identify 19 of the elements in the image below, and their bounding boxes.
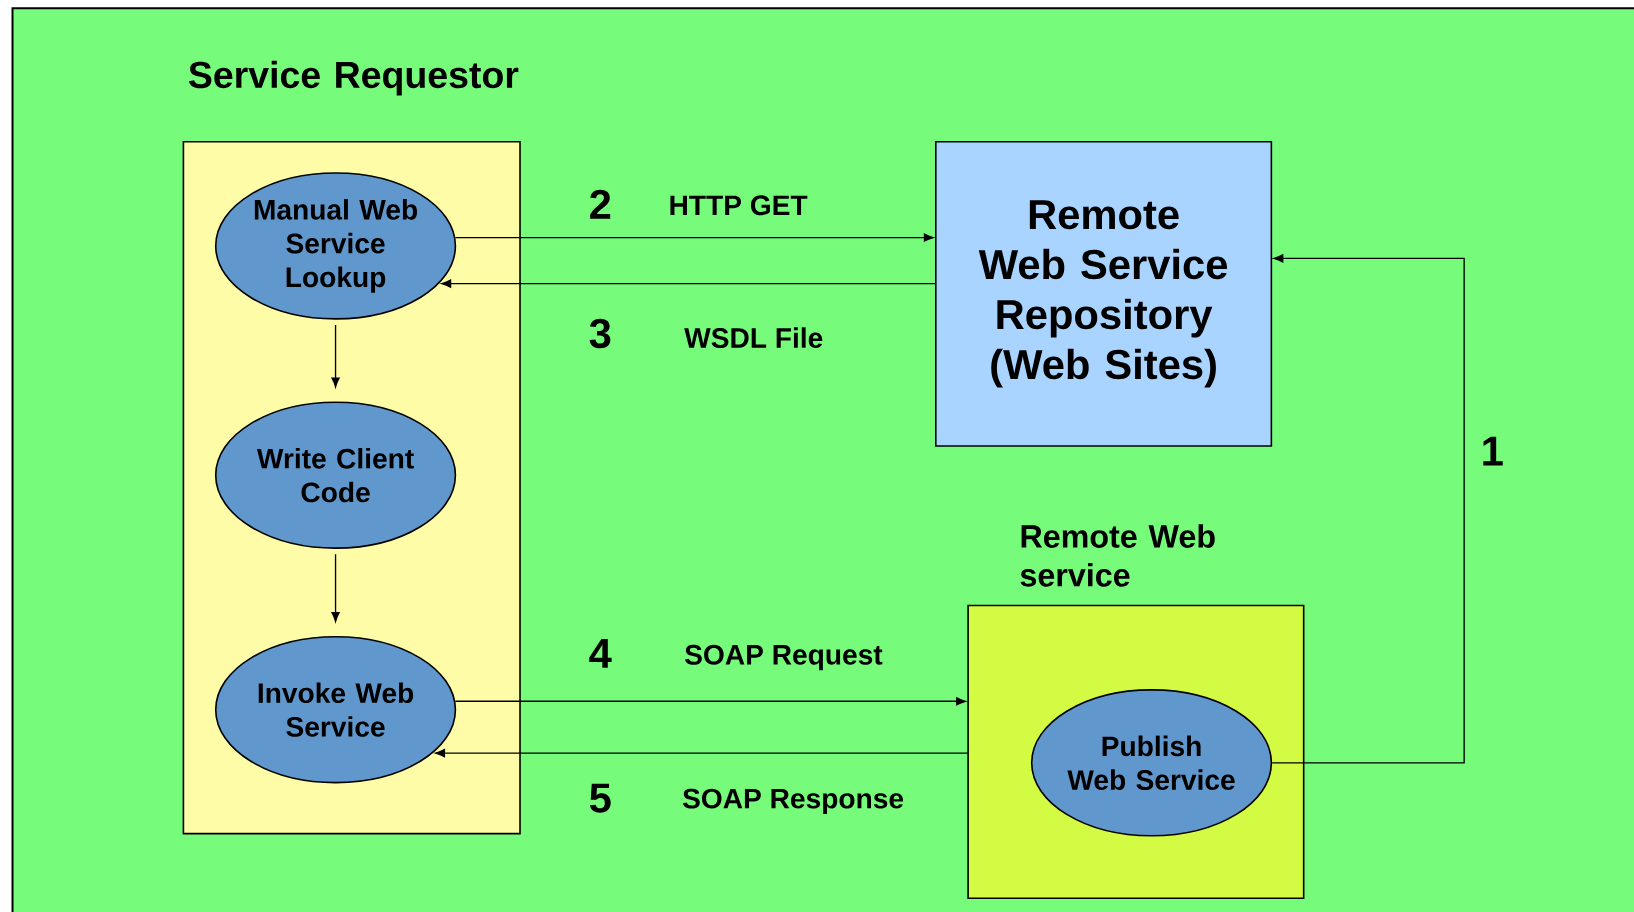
edge-label: WSDL File [682, 325, 825, 350]
step-number: 5 [589, 783, 611, 813]
step-number: 2 [590, 189, 611, 219]
arrow [331, 553, 340, 622]
arrow [1271, 254, 1465, 764]
heading: Service Requestor [188, 60, 519, 96]
arrow [435, 748, 969, 758]
arrow [454, 233, 934, 242]
edge-label: HTTP GET [667, 194, 809, 217]
step-number: 3 [589, 318, 611, 349]
arrow [454, 697, 967, 706]
edge-label: SOAP Request [682, 643, 885, 672]
arrow [331, 324, 340, 388]
step-number: 1 [1483, 436, 1503, 466]
step-number: 4 [589, 639, 612, 668]
repository-box: Remote Web Service Repository (Web Sites) [935, 140, 1273, 447]
arrow [441, 279, 937, 288]
heading: Remote Web service [1020, 524, 1215, 587]
edge-label: SOAP Response [680, 787, 906, 816]
